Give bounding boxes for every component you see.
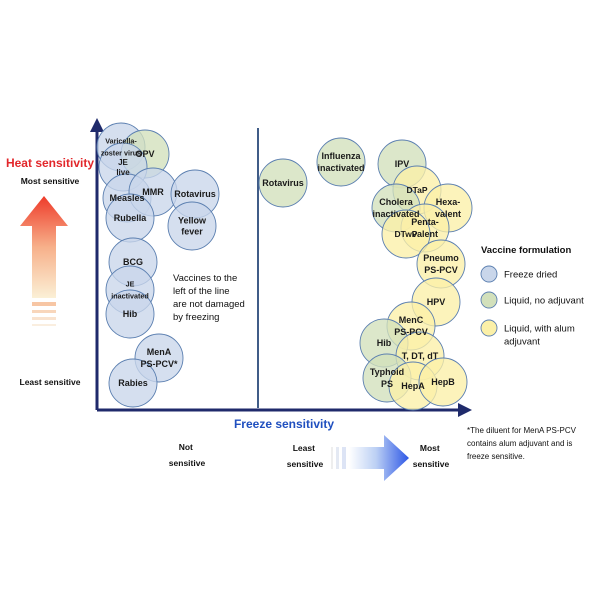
heat-axis-title: Heat sensitivity xyxy=(6,156,94,170)
freeze-note-line: are not damaged xyxy=(173,299,245,310)
heat-most-label: Most sensitive xyxy=(21,176,80,186)
bubble-yellow-fever xyxy=(167,201,217,251)
not-sensitive-label: Not sensitive xyxy=(169,442,206,468)
bubble-label-dtwp: DTwP xyxy=(395,229,418,239)
bubble-hepb xyxy=(418,357,468,407)
bubble-rabies xyxy=(108,358,158,408)
bubble-label-hib-liq: Hib xyxy=(377,338,392,348)
bubble-label-t-dt: T, DT, dT xyxy=(402,351,439,361)
bubble-label-rotavirus-fd: Rotavirus xyxy=(174,189,216,199)
chart-axes xyxy=(90,118,472,417)
freeze-arrow xyxy=(331,435,409,481)
bubble-label-bcg: BCG xyxy=(123,257,143,267)
most-sensitive-label: Most sensitive xyxy=(413,443,450,469)
bubble-label-hepa: HepA xyxy=(401,381,425,391)
bubble-label-rotavirus-liq: Rotavirus xyxy=(262,178,304,188)
bubble-label-ipv: IPV xyxy=(395,159,410,169)
bubble-label-rubella: Rubella xyxy=(114,213,148,223)
bubble-rotavirus-liq xyxy=(258,158,308,208)
bubble-label-hepb: HepB xyxy=(431,377,455,387)
footnote-line: contains alum adjuvant and is xyxy=(467,439,572,448)
heat-arrow xyxy=(20,196,68,326)
legend-label-freeze-dried: Freeze dried xyxy=(504,270,557,281)
footnote-line: freeze sensitive. xyxy=(467,452,525,461)
freeze-axis-title: Freeze sensitivity xyxy=(234,417,334,431)
footnote: *The diluent for MenA PS-PCV contains al… xyxy=(467,426,578,461)
bubble-label-measles: Measles xyxy=(109,193,144,203)
bubble-label-rabies: Rabies xyxy=(118,378,148,388)
bubble-label-varicella: Varicella-zoster virus xyxy=(101,137,141,158)
bubble-label-pentavalent: Penta-valent xyxy=(411,217,439,239)
bubble-label-hib-fd: Hib xyxy=(123,309,138,319)
bubble-hib-fd xyxy=(105,289,155,339)
legend-swatch-liquid-no-adjuvant xyxy=(480,291,498,309)
bubble-label-mmr: MMR xyxy=(142,187,164,197)
legend: Vaccine formulation Freeze driedLiquid, … xyxy=(480,245,584,348)
bubble-label-hexavalent: Hexa-valent xyxy=(435,197,461,219)
legend-label-liquid-no-adjuvant: Liquid, no adjuvant xyxy=(504,296,584,307)
bubble-label-hpv: HPV xyxy=(427,297,446,307)
freeze-note: Vaccines to the left of the line are not… xyxy=(173,273,247,323)
heat-least-label: Least sensitive xyxy=(20,377,81,387)
freeze-note-line: left of the line xyxy=(173,286,230,297)
freeze-note-line: Vaccines to the xyxy=(173,273,237,284)
bubble-influenza xyxy=(316,137,366,187)
freeze-note-line: by freezing xyxy=(173,312,219,323)
legend-swatch-liquid-alum xyxy=(480,319,498,337)
least-sensitive-label: Least sensitive xyxy=(287,443,324,469)
bubble-dtwp xyxy=(381,209,431,259)
legend-title: Vaccine formulation xyxy=(481,245,571,256)
bubble-label-opv: OPV xyxy=(135,149,154,159)
legend-swatch-freeze-dried xyxy=(480,265,498,283)
bubble-label-dtap: DTaP xyxy=(406,185,427,195)
footnote-line: *The diluent for MenA PS-PCV xyxy=(467,426,577,435)
